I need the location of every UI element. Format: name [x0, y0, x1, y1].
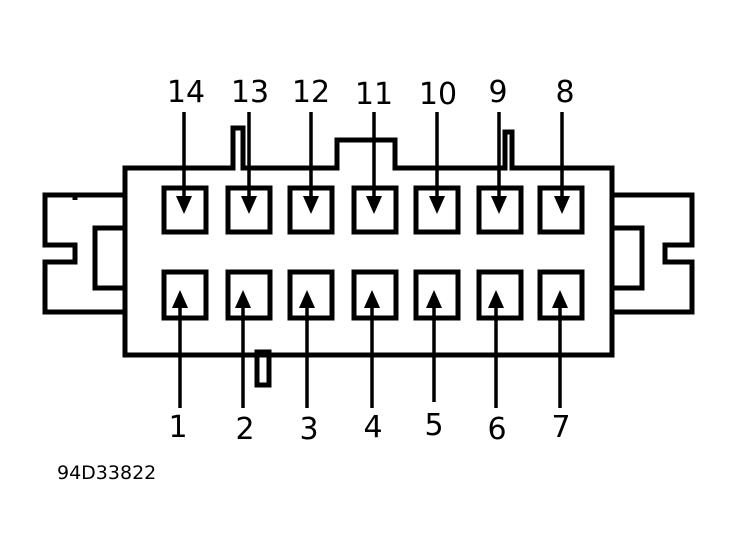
- pin-label-8: 8: [555, 75, 574, 110]
- bottom-leaders: [172, 290, 568, 408]
- cavity-3: [287, 269, 335, 321]
- pin-label-2: 2: [235, 412, 254, 447]
- pin-label-7: 7: [551, 410, 570, 445]
- bottom-cavity-row: [161, 269, 585, 321]
- pin-label-5: 5: [424, 408, 443, 443]
- pin-label-14: 14: [167, 75, 205, 110]
- pin-label-3: 3: [299, 412, 318, 447]
- pin-label-4: 4: [363, 410, 382, 445]
- bottom-pin-labels: 1 2 3 4 5 6 7: [168, 408, 570, 447]
- figure-id: 94D33822: [57, 462, 156, 484]
- connector-housing: [42, 125, 695, 388]
- cavity-5: [413, 269, 461, 321]
- cavity-2: [225, 269, 273, 321]
- pin-label-10: 10: [419, 77, 457, 112]
- top-pin-labels: 14 13 12 11 10 9 8: [167, 75, 575, 112]
- pin-label-11: 11: [355, 77, 393, 112]
- pin-label-13: 13: [231, 75, 269, 110]
- cavity-6: [476, 269, 524, 321]
- pin-label-9: 9: [488, 75, 507, 110]
- top-leaders: [176, 112, 570, 214]
- cavity-1: [161, 269, 209, 321]
- pin-label-12: 12: [292, 75, 330, 110]
- cavity-4: [351, 269, 399, 321]
- pin-label-6: 6: [487, 412, 506, 447]
- pin-label-1: 1: [168, 410, 187, 445]
